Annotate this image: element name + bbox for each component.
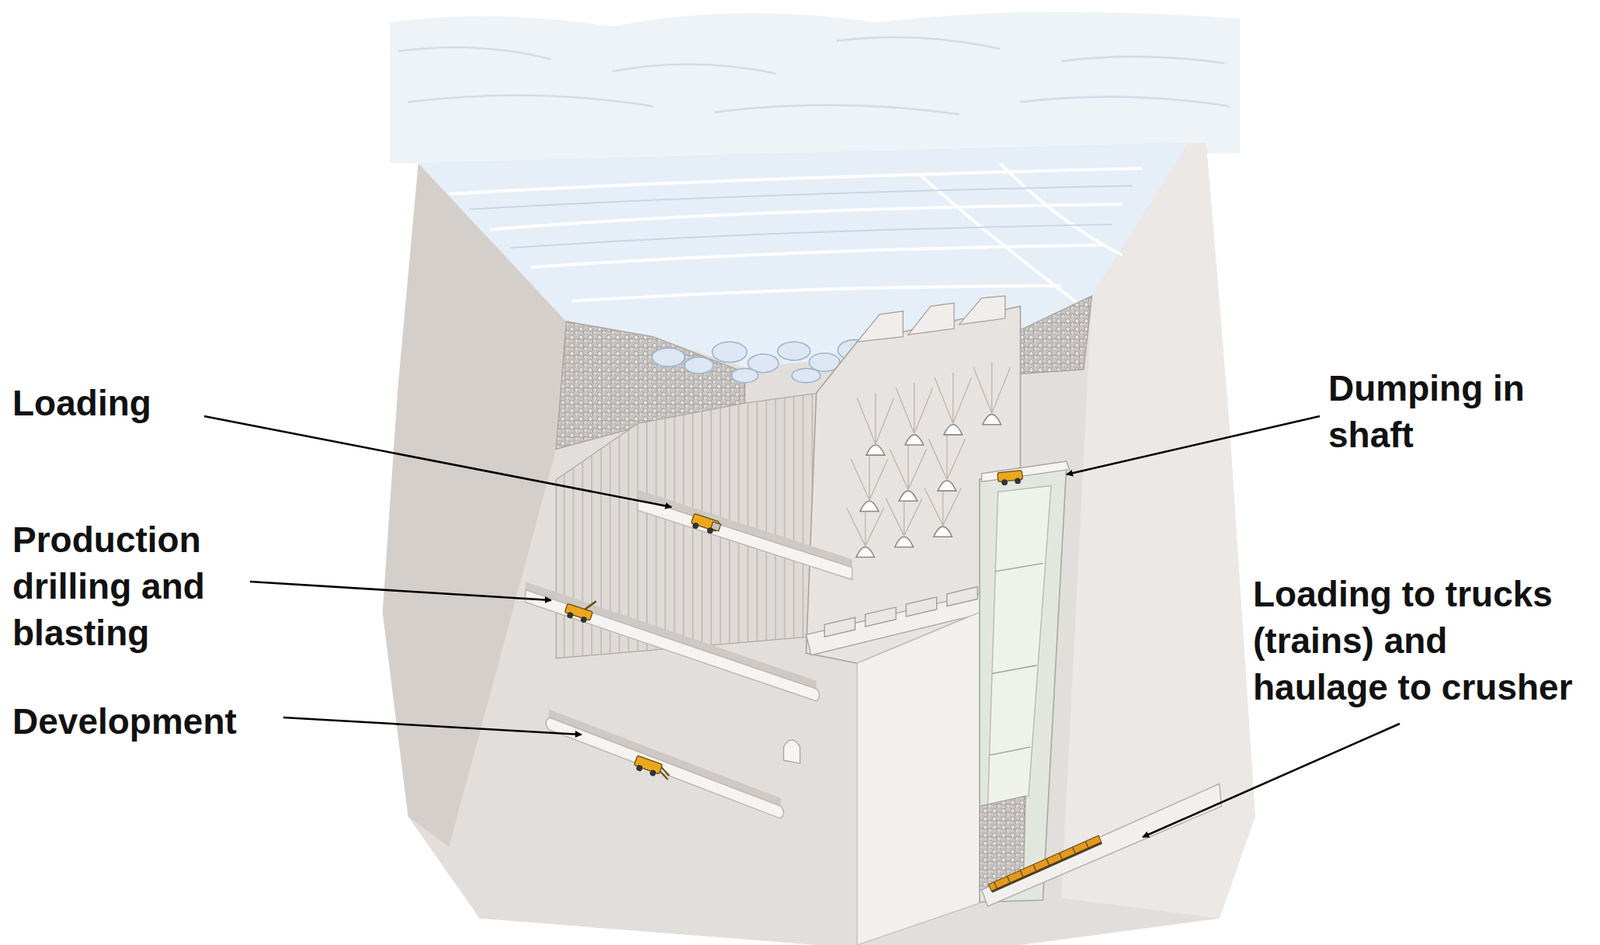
haulage-drift bbox=[981, 783, 1222, 906]
callout-label: Dumping in shaft bbox=[1328, 364, 1562, 459]
callout-label: Loading bbox=[12, 379, 246, 427]
snow-ridges bbox=[398, 37, 1230, 115]
drill-rig bbox=[563, 593, 597, 625]
callout-label: Loading to trucks (trains) and haulage t… bbox=[1252, 570, 1583, 711]
ore-pass-shaft bbox=[979, 461, 1070, 903]
rock-front-block bbox=[857, 612, 980, 945]
ore-train bbox=[988, 835, 1103, 893]
dump-truck bbox=[997, 470, 1024, 486]
pit-bench-shadows bbox=[469, 185, 1133, 248]
callout-label: Development bbox=[12, 697, 292, 745]
callout-label: Production drilling and blasting bbox=[12, 516, 238, 656]
leader-line bbox=[283, 717, 582, 735]
rock-mass bbox=[382, 142, 1256, 945]
leader-line bbox=[249, 581, 552, 601]
loader-vehicle bbox=[690, 513, 722, 536]
snow-field bbox=[389, 12, 1240, 164]
leader-line bbox=[1066, 416, 1320, 475]
pit-benches bbox=[448, 163, 1143, 306]
leader-line bbox=[1142, 723, 1400, 837]
leader-line bbox=[204, 416, 672, 507]
snow-terrain bbox=[389, 12, 1240, 164]
development-jumbo bbox=[632, 755, 673, 781]
drifts bbox=[525, 489, 853, 819]
